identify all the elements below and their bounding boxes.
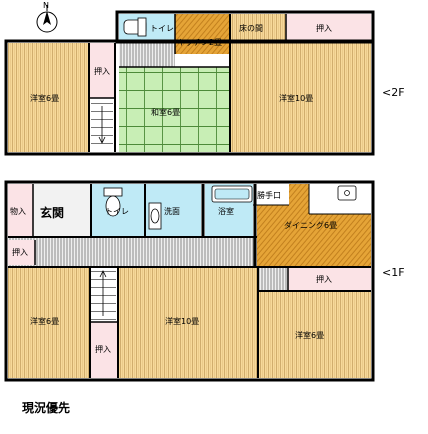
label-1f-closet-sw: 押入 bbox=[95, 344, 111, 354]
label-2f-toilet: トイレ bbox=[150, 24, 174, 33]
closet-1f-sw bbox=[90, 322, 118, 378]
label-1f-storage: 物入 bbox=[10, 206, 26, 216]
toilet-1f-icon bbox=[103, 187, 123, 217]
walls-2f bbox=[4, 10, 375, 156]
corridor-1f bbox=[8, 237, 257, 267]
label-2f-closet-ne: 押入 bbox=[316, 23, 332, 33]
compass-label: N bbox=[43, 1, 49, 10]
label-1f-east: 洋室6畳 bbox=[295, 330, 324, 340]
closet-2f-west bbox=[89, 43, 115, 98]
rail-1f-e bbox=[259, 267, 288, 291]
label-1f-washroom: 洗面 bbox=[164, 206, 180, 216]
label-2f-washitsu: 和室6畳 bbox=[151, 107, 180, 117]
label-1f-closet-w: 押入 bbox=[12, 247, 28, 257]
label-1f-back-door: 勝手口 bbox=[257, 190, 281, 200]
label-2f-tokonoma: 床の間 bbox=[239, 23, 263, 33]
room-2f-east bbox=[231, 41, 371, 152]
label-1f-west: 洋室6畳 bbox=[30, 316, 59, 326]
label-1f-toilet: トイレ bbox=[105, 207, 129, 216]
label-1f-bath: 浴室 bbox=[218, 206, 234, 216]
floor-1f: 物入 玄関 トイレ 洗面 浴室 勝手口 ダイニング6畳 押入 押入 洋室6畳 押… bbox=[4, 180, 375, 382]
rail-2f bbox=[119, 41, 175, 67]
caption-note: 現況優先 bbox=[22, 401, 71, 415]
floor-label-2f: <2F bbox=[382, 86, 405, 99]
kitchen-2f bbox=[175, 14, 230, 54]
floor-2f: 洋室6畳 押入 トイレ キッチン2畳 床の間 押入 和室6畳 洋室10畳 bbox=[4, 10, 375, 156]
toilet-2f-icon bbox=[123, 17, 147, 37]
closet-1f-e bbox=[288, 267, 371, 291]
walls-1f bbox=[4, 180, 375, 382]
room-1f-east bbox=[258, 291, 371, 378]
label-2f-west: 洋室6畳 bbox=[30, 93, 59, 103]
genkan-1f bbox=[33, 184, 91, 237]
washitsu-2f bbox=[119, 67, 231, 152]
label-1f-center: 洋室10畳 bbox=[165, 316, 199, 326]
closet-1f-w bbox=[8, 240, 35, 265]
label-1f-closet-e: 押入 bbox=[316, 274, 332, 284]
room-2f-west bbox=[8, 43, 89, 152]
room-1f-west bbox=[8, 267, 90, 378]
label-2f-closet-west: 押入 bbox=[94, 66, 110, 76]
label-2f-kitchen: キッチン2畳 bbox=[177, 38, 222, 47]
closet-2f-ne bbox=[286, 14, 371, 41]
tokonoma-2f bbox=[230, 14, 286, 41]
kitchen-sink-icon bbox=[337, 185, 357, 201]
room-1f-center bbox=[118, 267, 258, 378]
storage-1f bbox=[8, 184, 33, 237]
compass-icon: N bbox=[36, 1, 58, 33]
floor-label-1f: <1F bbox=[382, 266, 405, 279]
label-2f-east: 洋室10畳 bbox=[279, 93, 313, 103]
label-1f-genkan: 玄関 bbox=[40, 205, 64, 220]
sink-icon bbox=[148, 202, 162, 230]
label-1f-dining: ダイニング6畳 bbox=[284, 220, 337, 230]
